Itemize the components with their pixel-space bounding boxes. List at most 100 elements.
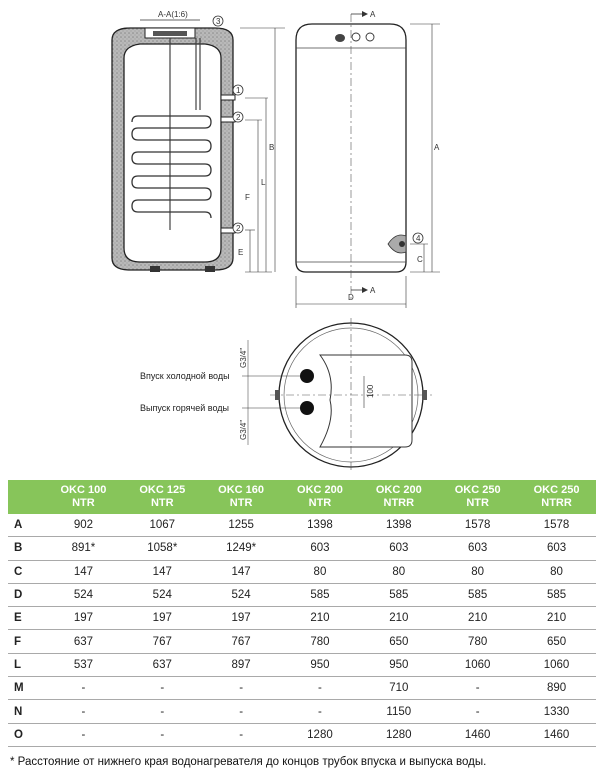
row-label: O — [8, 723, 44, 747]
table-cell: 1249* — [201, 536, 281, 561]
table-cell: - — [438, 699, 518, 724]
table-cell: 210 — [280, 606, 360, 631]
column-header-variant: NTR — [308, 497, 332, 509]
table-cell: - — [44, 723, 123, 747]
table-cell: 1398 — [280, 514, 360, 538]
table-cell: 585 — [359, 583, 439, 608]
table-cell: 950 — [280, 653, 360, 678]
table-cell: 197 — [44, 606, 123, 631]
table-cell: 780 — [280, 629, 360, 654]
table-cell: 1067 — [122, 514, 202, 538]
table-cell: 585 — [280, 583, 360, 608]
column-header-model: OKC 250 — [533, 484, 580, 496]
table-cell: 80 — [438, 560, 518, 584]
table-cell: 210 — [438, 606, 518, 631]
table-cell: 710 — [359, 676, 439, 701]
table-cell: 585 — [438, 583, 518, 608]
table-cell: 950 — [359, 653, 439, 678]
top-connection-icon — [335, 34, 345, 42]
row-label: D — [8, 583, 44, 608]
dim-label-l: L — [261, 178, 266, 187]
row-label: F — [8, 629, 44, 654]
table-cell: 1060 — [517, 653, 596, 678]
thread-label-top: G3/4" — [239, 348, 248, 368]
column-header-model: OKC 160 — [218, 484, 265, 496]
technical-drawing: A-A(1:6) 3 1 2 — [111, 10, 440, 472]
corner-cell — [8, 480, 44, 514]
table-cell: 1058* — [122, 536, 202, 561]
row-label: B — [8, 536, 44, 561]
table-cell: - — [280, 699, 360, 724]
table-cell: 210 — [359, 606, 439, 631]
table-cell: 147 — [44, 560, 123, 584]
table-cell: - — [44, 676, 123, 701]
hot-water-label: Выпуск горячей воды — [140, 403, 229, 413]
column-header-model: OKC 200 — [297, 484, 343, 496]
table-cell: 197 — [122, 606, 202, 631]
front-view: A A 4 A C D — [295, 10, 440, 308]
column-header-variant: NTR — [150, 497, 174, 509]
dim-label-d: D — [348, 293, 354, 302]
section-marker-top: A — [370, 10, 376, 19]
table-cell: 1460 — [438, 723, 518, 747]
table-cell: 1150 — [359, 699, 439, 724]
table-cell: - — [280, 676, 360, 701]
column-header-variant: NTR — [229, 497, 253, 509]
dim-100: 100 — [366, 384, 375, 398]
table-cell: 1330 — [517, 699, 596, 724]
top-view: 100 G3/4" G3/4" Впуск холодной воды Выпу… — [140, 318, 432, 472]
table-cell: - — [201, 723, 281, 747]
table-cell: 603 — [359, 536, 439, 561]
callout-2-bottom: 2 — [236, 224, 241, 233]
table-cell: - — [122, 723, 202, 747]
table-cell: 1280 — [280, 723, 360, 747]
inner-tank — [123, 43, 222, 263]
table-cell: 80 — [359, 560, 439, 584]
row-label: L — [8, 653, 44, 678]
table-cell: - — [201, 699, 281, 724]
table-cell: 147 — [122, 560, 202, 584]
dimension-lines — [240, 27, 285, 273]
column-header-variant: NTRR — [383, 497, 415, 509]
table-cell: 197 — [201, 606, 281, 631]
row-label: C — [8, 560, 44, 584]
table-cell: - — [44, 699, 123, 724]
dim-label-f: F — [245, 193, 250, 202]
table-cell: 524 — [122, 583, 202, 608]
table-cell: 147 — [201, 560, 281, 584]
table-cell: 637 — [44, 629, 123, 654]
dim-label-c: C — [417, 255, 423, 264]
table-cell: 603 — [517, 536, 596, 561]
column-header-model: OKC 200 — [375, 484, 422, 496]
column-header-model: OKC 250 — [454, 484, 501, 496]
table-cell: 1578 — [517, 514, 596, 538]
table-cell: - — [122, 699, 202, 724]
row-label: N — [8, 699, 44, 724]
hot-water-pipe-icon — [300, 401, 314, 415]
dim-label-b: B — [269, 143, 274, 152]
row-label: M — [8, 676, 44, 701]
table-cell: 537 — [44, 653, 123, 678]
table-cell: 1255 — [201, 514, 281, 538]
table-cell: 524 — [44, 583, 123, 608]
column-header-variant: NTR — [466, 497, 489, 509]
table-row: N----1150-1330 — [8, 699, 596, 724]
table-cell: 637 — [122, 653, 202, 678]
section-view: A-A(1:6) 3 1 2 — [111, 10, 285, 273]
cold-water-pipe-icon — [300, 369, 314, 383]
row-label: A — [8, 514, 44, 538]
table-cell: 890 — [517, 676, 596, 701]
table-cell: 1280 — [359, 723, 439, 747]
table-cell: 603 — [280, 536, 360, 561]
